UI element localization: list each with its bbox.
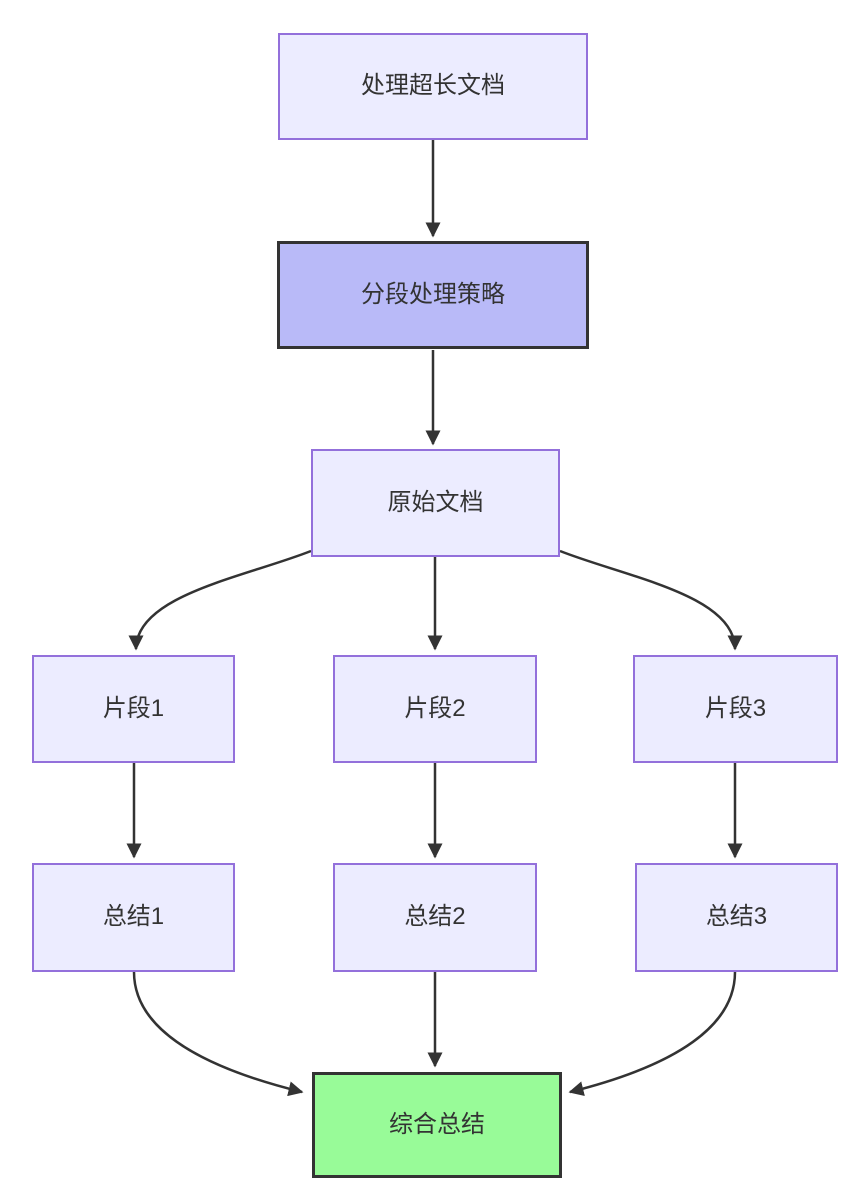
node-segmentation-strategy: 分段处理策略: [277, 241, 589, 349]
node-final-summary: 综合总结: [312, 1072, 562, 1178]
edge-C-D: [128, 549, 312, 651]
edge-G-J: [132, 971, 304, 1097]
node-label: 分段处理策略: [361, 280, 505, 308]
node-label: 原始文档: [387, 488, 484, 516]
node-label: 片段3: [704, 694, 767, 722]
node-label: 片段1: [102, 694, 165, 722]
node-label: 处理超长文档: [361, 72, 505, 100]
node-summary-1: 总结1: [32, 863, 235, 972]
node-fragment-3: 片段3: [633, 655, 838, 763]
node-fragment-2: 片段2: [333, 655, 537, 763]
node-process-long-document: 处理超长文档: [278, 33, 588, 140]
node-label: 总结3: [705, 903, 768, 931]
node-original-document: 原始文档: [311, 449, 560, 557]
node-fragment-1: 片段1: [32, 655, 235, 763]
node-summary-3: 总结3: [635, 863, 838, 972]
node-label: 总结1: [102, 903, 165, 931]
edge-I-J: [568, 971, 737, 1096]
edge-C-F: [559, 549, 743, 651]
node-label: 片段2: [404, 694, 466, 722]
node-label: 总结2: [404, 903, 466, 931]
node-label: 综合总结: [389, 1110, 485, 1138]
node-summary-2: 总结2: [333, 863, 537, 972]
